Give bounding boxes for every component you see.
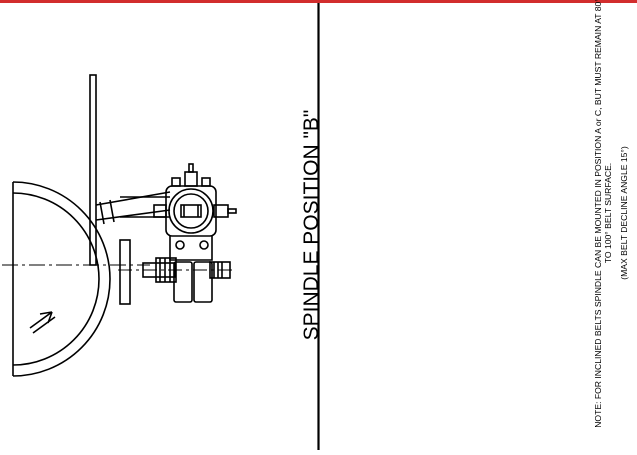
- top-red-border: [0, 0, 637, 3]
- left-pulley-outer: [12, 181, 111, 377]
- note-line-3: (MAX BELT DECLINE ANGLE 15°): [619, 146, 629, 280]
- left-roller-disc: [119, 239, 131, 305]
- left-pulley-inner: [12, 192, 100, 366]
- note-line-2: TO 100° BELT SURFACE.: [603, 162, 613, 264]
- spindle-position-title: SPINDLE POSITION "B": [300, 109, 323, 341]
- left-spring-block-2: [193, 261, 213, 303]
- left-head-circle: [168, 188, 214, 234]
- left-arm: [95, 191, 171, 225]
- left-rotation-arrow: [29, 311, 56, 334]
- left-view: [2, 74, 237, 377]
- left-belt-plate: [89, 74, 97, 266]
